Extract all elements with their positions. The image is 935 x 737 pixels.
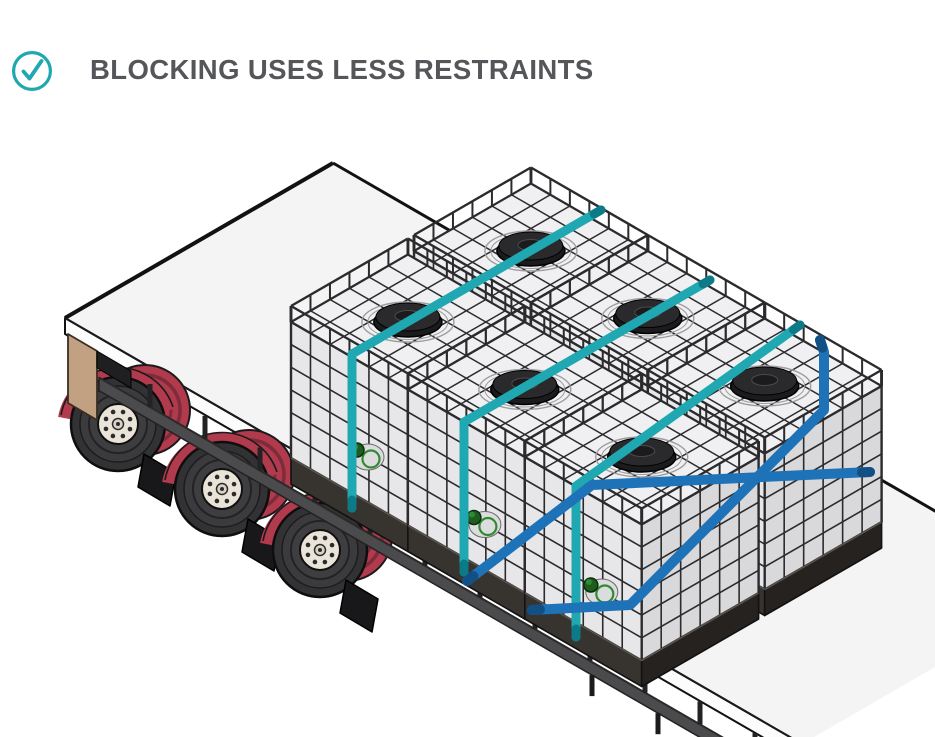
tote-valve-icon (466, 509, 502, 538)
check-circle-icon (10, 49, 54, 93)
header: BLOCKING USES LESS RESTRAINTS (0, 0, 935, 110)
tote-cap (718, 365, 812, 407)
strap-blue-rear-2 (462, 467, 875, 586)
page-title: BLOCKING USES LESS RESTRAINTS (90, 54, 594, 85)
strap-teal-1 (347, 205, 606, 513)
mudflap (137, 453, 177, 507)
tote-valve-icon (349, 442, 385, 471)
trailer-headboard (67, 333, 132, 421)
strap-teal-3 (571, 320, 805, 642)
mudflap (339, 579, 379, 633)
strap-blue-rear-1 (527, 335, 829, 615)
ibc-tote (523, 372, 760, 688)
strap-teal-2 (459, 275, 715, 577)
tote-valve-icon (583, 577, 619, 606)
